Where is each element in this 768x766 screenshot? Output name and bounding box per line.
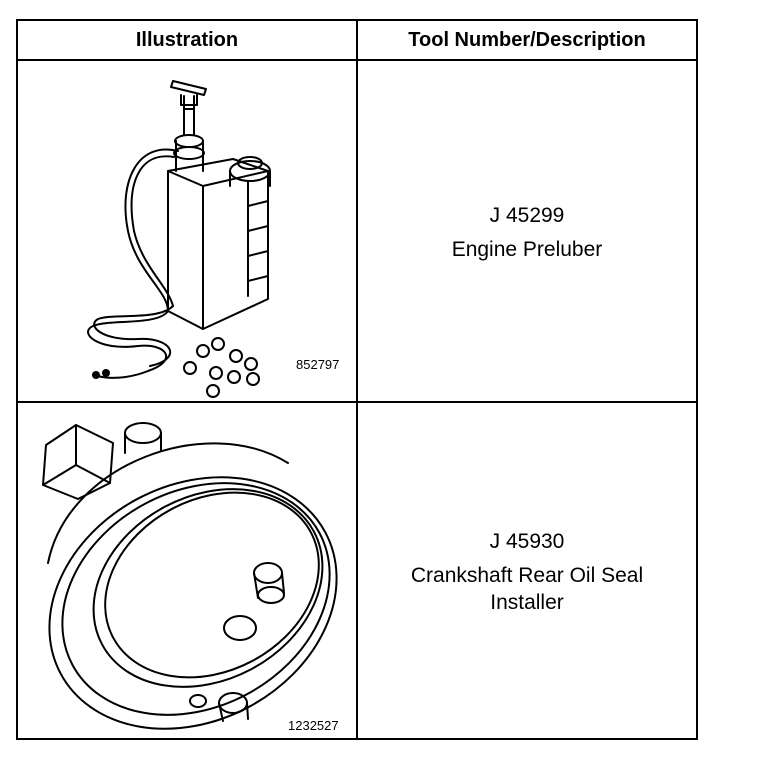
- seal-installer-illustration: [42, 422, 338, 730]
- tool-description-1: J 45299 Engine Preluber: [358, 203, 696, 264]
- engine-preluber-illustration: [87, 80, 271, 398]
- description-line: Installer: [490, 590, 564, 614]
- tool-number: J 45299: [489, 204, 565, 227]
- header-illustration: Illustration: [135, 28, 239, 51]
- figure-code: 852797: [296, 357, 340, 372]
- tool-table: Illustration Tool Number/Description: [16, 19, 698, 740]
- column-divider: [356, 21, 358, 738]
- description-line: Crankshaft Rear Oil Seal: [410, 564, 644, 588]
- tool-description-2: J 45930 Crankshaft Rear Oil Seal Install…: [358, 529, 696, 616]
- row-divider: [18, 401, 696, 403]
- description-line: Engine Preluber: [451, 238, 603, 262]
- tool-number: J 45930: [489, 530, 565, 553]
- header-tool-number-description: Tool Number/Description: [408, 28, 646, 51]
- header-divider: [18, 59, 696, 61]
- adapter-fittings: [92, 337, 260, 398]
- figure-code: 1232527: [288, 718, 339, 733]
